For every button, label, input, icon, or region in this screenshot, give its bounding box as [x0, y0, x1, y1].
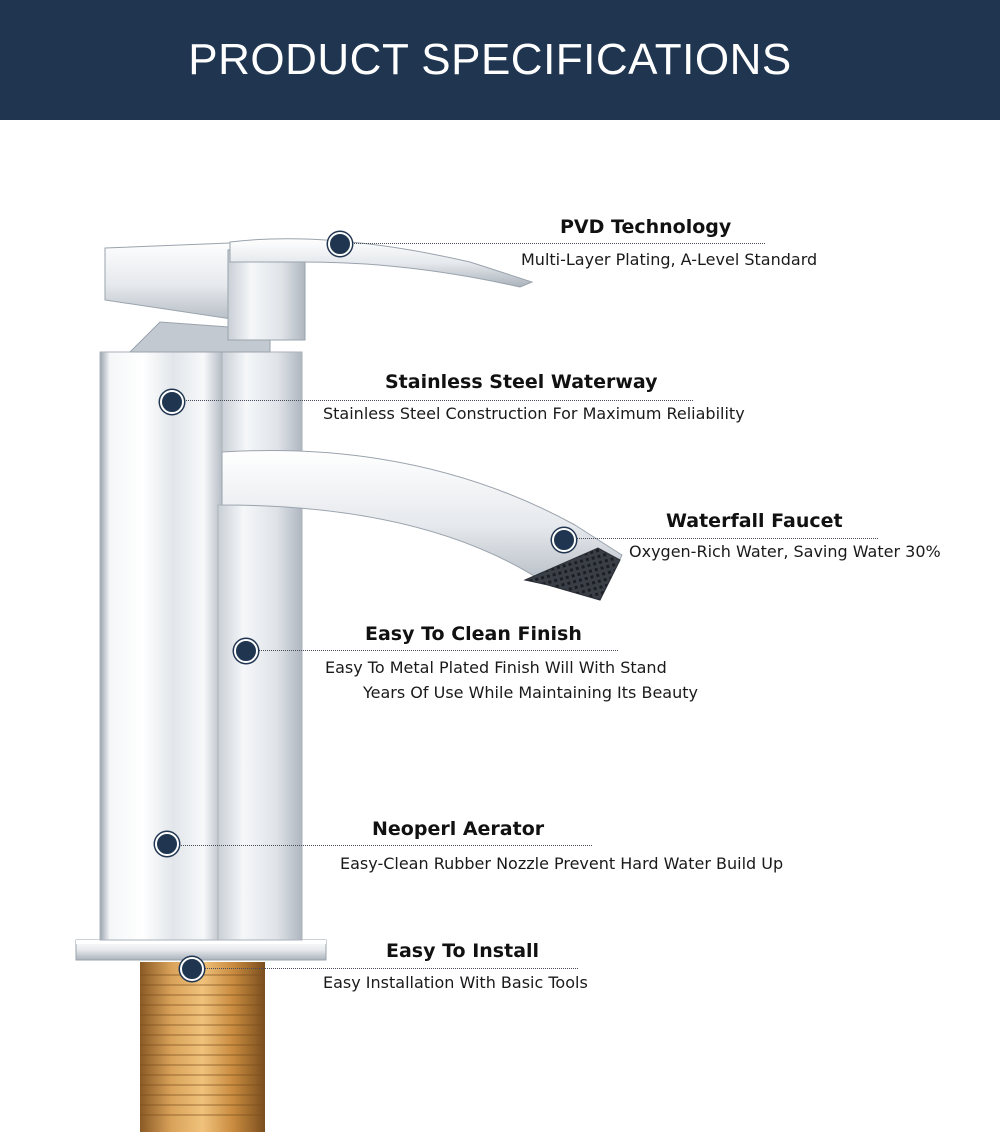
marker-install	[180, 957, 204, 981]
leader-line-waterway	[178, 400, 693, 401]
callout-desc-pvd: Multi-Layer Plating, A-Level Standard	[521, 250, 818, 269]
callout-title-clean: Easy To Clean Finish	[365, 623, 582, 645]
callout-desc-waterfall: Oxygen-Rich Water, Saving Water 30%	[629, 542, 941, 561]
leader-line-install	[198, 968, 578, 969]
callout-desc-install: Easy Installation With Basic Tools	[323, 973, 588, 992]
page-title: PRODUCT SPECIFICATIONS	[188, 35, 792, 84]
leader-line-clean	[252, 650, 618, 651]
callout-desc-clean-line1: Easy To Metal Plated Finish Will With St…	[325, 658, 667, 677]
leader-line-pvd	[345, 243, 765, 244]
marker-pvd	[328, 232, 352, 256]
callout-title-aerator: Neoperl Aerator	[372, 818, 545, 840]
marker-clean	[234, 639, 258, 663]
callout-desc-clean-line2: Years Of Use While Maintaining Its Beaut…	[363, 683, 698, 702]
callout-title-install: Easy To Install	[386, 940, 540, 962]
leader-line-aerator	[172, 845, 592, 846]
marker-waterfall	[552, 528, 576, 552]
marker-waterway	[160, 390, 184, 414]
callout-desc-waterway: Stainless Steel Construction For Maximum…	[323, 404, 745, 423]
callout-title-pvd: PVD Technology	[560, 216, 732, 238]
callout-desc-aerator: Easy-Clean Rubber Nozzle Prevent Hard Wa…	[340, 854, 784, 873]
leader-line-waterfall	[570, 538, 878, 539]
brass-shank	[140, 962, 265, 1132]
faucet-handle	[104, 238, 534, 341]
callout-title-waterway: Stainless Steel Waterway	[385, 371, 658, 393]
header-banner: PRODUCT SPECIFICATIONS	[0, 0, 1000, 120]
marker-aerator	[155, 832, 179, 856]
callout-title-waterfall: Waterfall Faucet	[666, 510, 843, 532]
